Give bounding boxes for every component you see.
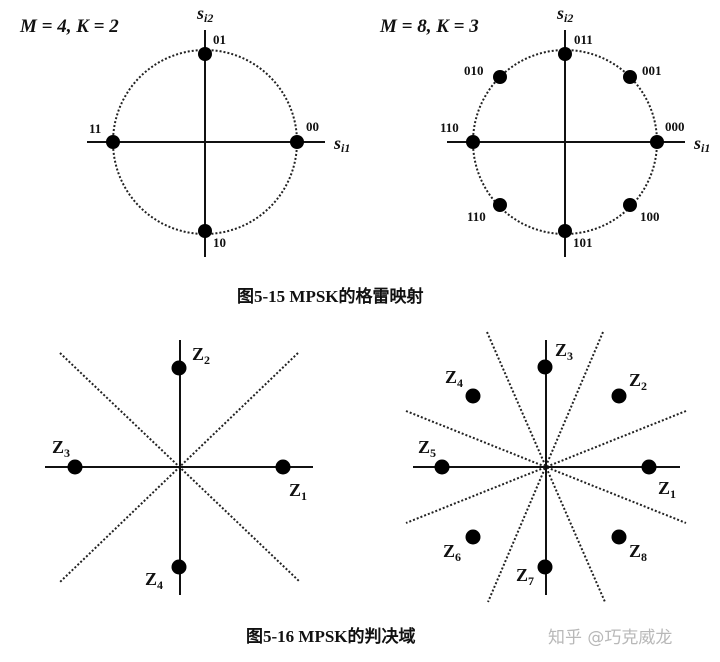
label-10: 10 [213, 235, 226, 250]
caption-fig-5-16: 图5-16 MPSK的判决域 [246, 627, 416, 646]
point-11 [106, 135, 120, 149]
boundary-67 [487, 331, 604, 603]
label-000: 000 [665, 119, 685, 134]
point-001 [623, 70, 637, 84]
label-z1-m4: Z1 [289, 480, 308, 503]
label-z4-m4: Z4 [145, 569, 164, 592]
point-01 [198, 47, 212, 61]
point-z6 [465, 529, 481, 545]
point-z1 [641, 459, 657, 475]
axis-x-label-m8: si1 [694, 133, 711, 155]
label-010: 010 [464, 63, 484, 78]
axis-y-label-m4: si2 [197, 3, 214, 25]
caption-fig-5-15: 图5-15 MPSK的格雷映射 [237, 287, 424, 306]
point-z1 [275, 459, 291, 475]
point-000 [650, 135, 664, 149]
label-z3-m8: Z3 [555, 340, 574, 363]
label-z4-m8: Z4 [445, 367, 464, 390]
constellation-m8 [447, 30, 685, 257]
label-011: 011 [574, 32, 593, 47]
axis-x-label-m4: si1 [334, 133, 351, 155]
point-z3 [67, 459, 83, 475]
label-110-b: 110 [467, 209, 486, 224]
label-11: 11 [89, 121, 102, 136]
decision-regions-m4 [45, 340, 313, 595]
watermark: 知乎 @巧克威龙 [548, 628, 673, 648]
point-110-b [493, 198, 507, 212]
label-001: 001 [642, 63, 662, 78]
label-z1-m8: Z1 [658, 478, 677, 501]
point-z3 [537, 359, 553, 375]
point-101 [558, 224, 572, 238]
point-010 [493, 70, 507, 84]
point-z2 [171, 360, 187, 376]
boundary-112 [486, 331, 606, 603]
label-z8-m8: Z8 [629, 541, 648, 564]
label-01: 01 [213, 32, 226, 47]
point-z4 [171, 559, 187, 575]
label-110: 110 [440, 120, 459, 135]
point-z7 [537, 559, 553, 575]
label-00: 00 [306, 119, 319, 134]
point-011 [558, 47, 572, 61]
params-m4: M = 4, K = 2 [20, 16, 119, 37]
point-z8 [611, 529, 627, 545]
point-10 [198, 224, 212, 238]
label-101: 101 [573, 235, 593, 250]
point-z2 [611, 388, 627, 404]
label-z2-m8: Z2 [629, 370, 648, 393]
label-100: 100 [640, 209, 660, 224]
label-z2-m4: Z2 [192, 344, 211, 367]
point-110 [466, 135, 480, 149]
decision-regions-m8 [405, 331, 687, 603]
axis-y-label-m8: si2 [557, 3, 574, 25]
point-100 [623, 198, 637, 212]
point-z4 [465, 388, 481, 404]
point-00 [290, 135, 304, 149]
params-m8: M = 8, K = 3 [380, 16, 479, 37]
label-z6-m8: Z6 [443, 541, 462, 564]
constellation-m4 [87, 30, 325, 257]
point-z5 [434, 459, 450, 475]
label-z3-m4: Z3 [52, 437, 71, 460]
label-z5-m8: Z5 [418, 437, 437, 460]
label-z7-m8: Z7 [516, 565, 535, 588]
